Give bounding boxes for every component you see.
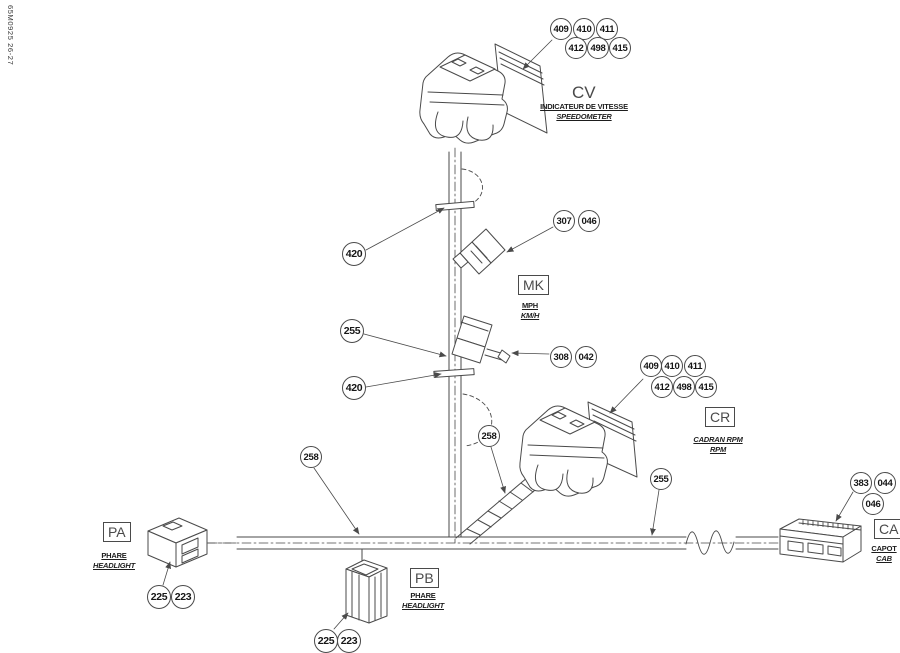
callout-046: 046	[578, 210, 600, 232]
clamp-upper	[435, 200, 475, 212]
callout-409: 409	[550, 18, 572, 40]
callout-225: 225	[314, 629, 338, 653]
connector-headlight-pa	[147, 517, 208, 568]
callout-258: 258	[300, 446, 322, 468]
component-label-cr: CADRAN RPM RPM	[680, 435, 756, 455]
callout-046: 046	[862, 493, 884, 515]
slack-symbol	[685, 530, 735, 555]
label-en: CAB	[876, 553, 892, 563]
callout-307: 307	[553, 210, 575, 232]
callout-410: 410	[661, 355, 683, 377]
component-label-pa: PHARE HEADLIGHT	[84, 551, 144, 571]
clamp-lower	[433, 368, 475, 378]
callout-255: 255	[650, 468, 672, 490]
label-fr: INDICATEUR DE VITESSE	[540, 102, 628, 111]
label-en: HEADLIGHT	[93, 560, 135, 570]
label-fr: CAPOT	[871, 544, 897, 553]
harness-branch-diagonal	[455, 476, 541, 545]
callout-498: 498	[673, 376, 695, 398]
callout-223: 223	[337, 629, 361, 653]
callout-420: 420	[342, 242, 366, 266]
callout-412: 412	[565, 37, 587, 59]
component-code-mk: MK	[518, 275, 549, 295]
connector-headlight-pb	[345, 559, 388, 624]
label-fr: PHARE	[101, 551, 127, 560]
component-label-mk: MPH KM/H	[504, 301, 556, 321]
label-fr: MPH	[521, 301, 539, 310]
callout-415: 415	[609, 37, 631, 59]
callout-415: 415	[695, 376, 717, 398]
label-en: HEADLIGHT	[402, 600, 444, 610]
callout-420: 420	[342, 376, 366, 400]
label-en: RPM	[709, 444, 727, 454]
callout-042: 042	[575, 346, 597, 368]
callout-225: 225	[147, 585, 171, 609]
component-code-pb: PB	[410, 568, 439, 588]
callout-409: 409	[640, 355, 662, 377]
connector-mk-lower	[451, 315, 511, 364]
component-label-cv: INDICATEUR DE VITESSE SPEEDOMETER	[534, 102, 634, 122]
component-code-pa: PA	[103, 522, 131, 542]
callout-411: 411	[684, 355, 706, 377]
component-code-cr: CR	[705, 407, 736, 427]
connector-mk-upper	[452, 228, 506, 275]
callout-leaders	[162, 39, 854, 630]
callout-223: 223	[171, 585, 195, 609]
connector-speedometer	[419, 43, 548, 144]
callout-383: 383	[850, 472, 872, 494]
callout-255: 255	[340, 319, 364, 343]
callout-498: 498	[587, 37, 609, 59]
component-label-pb: PHARE HEADLIGHT	[392, 591, 454, 611]
harness-trunk-horizontal	[207, 530, 787, 555]
callout-308: 308	[550, 346, 572, 368]
callout-411: 411	[596, 18, 618, 40]
label-fr: CADRAN RPM	[693, 435, 743, 444]
service-loop-lower	[462, 393, 493, 447]
connector-tachometer	[519, 401, 638, 497]
callout-410: 410	[573, 18, 595, 40]
label-en: KM/H	[520, 310, 540, 320]
callout-258: 258	[478, 425, 500, 447]
callout-044: 044	[874, 472, 896, 494]
component-code-cv: CV	[572, 83, 596, 102]
label-en: SPEEDOMETER	[556, 111, 612, 121]
sheet-code: 65M0925 26-27	[6, 5, 15, 66]
callout-412: 412	[651, 376, 673, 398]
label-fr: PHARE	[410, 591, 436, 600]
component-label-ca: CAPOT CAB	[858, 544, 900, 564]
connector-cab	[779, 518, 862, 563]
component-code-ca: CA	[874, 519, 900, 539]
